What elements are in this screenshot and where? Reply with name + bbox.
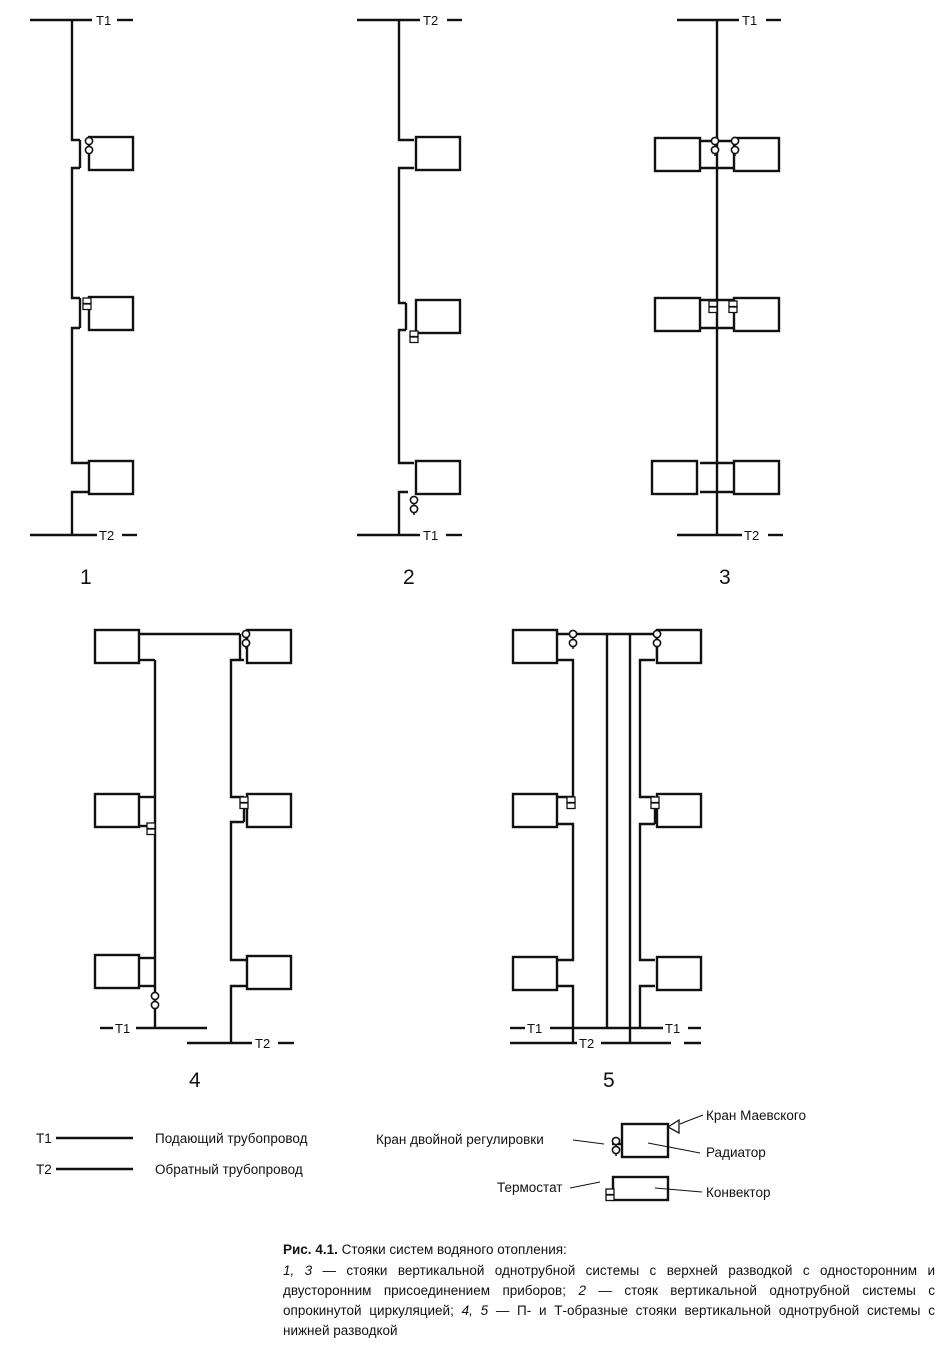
radiator bbox=[511, 955, 559, 992]
legend-thermostat-label: Термостат bbox=[497, 1180, 562, 1195]
caption-text-4-5: — П- и Т-образные стояки вертикальной од… bbox=[283, 1303, 935, 1338]
thermostat-icon bbox=[728, 300, 738, 314]
thermostat-icon bbox=[239, 796, 249, 810]
legend-double-valve-label: Кран двойной регулировки bbox=[376, 1132, 544, 1147]
thermostat-icon bbox=[146, 822, 156, 836]
supply-pipe-label: T1 bbox=[527, 1021, 542, 1036]
thermostat-icon bbox=[605, 1188, 615, 1202]
radiator bbox=[93, 953, 141, 990]
radiator bbox=[93, 792, 141, 829]
caption-text-1-3: — стояки вертикальной однотрубной систем… bbox=[283, 1263, 935, 1298]
radiator bbox=[732, 296, 781, 333]
legend-supply-label: Подающий трубопровод bbox=[155, 1131, 308, 1146]
double-valve-icon bbox=[652, 629, 662, 650]
figure-caption: Рис. 4.1. Стояки систем водяного отоплен… bbox=[283, 1240, 935, 1341]
supply-pipe-label: T1 bbox=[423, 528, 438, 543]
return-pipe-label: T2 bbox=[255, 1036, 270, 1051]
figure-number: Рис. 4.1. bbox=[283, 1242, 338, 1257]
return-pipe-label: T2 bbox=[579, 1036, 594, 1051]
radiator bbox=[87, 295, 135, 332]
double-valve-icon bbox=[409, 495, 419, 516]
scheme-4: T1 T2 4 bbox=[93, 628, 294, 1092]
legend-supply-code: T1 bbox=[36, 1131, 52, 1146]
caption-text-2: — стояк вертикальной однотрубной системы… bbox=[283, 1283, 935, 1318]
legend: T1 Подающий трубопровод T2 Обратный труб… bbox=[36, 1108, 806, 1202]
radiator bbox=[87, 459, 135, 496]
figure-title: Стояки систем водяного отопления: bbox=[341, 1242, 567, 1257]
scheme-5: T1 T1 T2 5 bbox=[510, 628, 703, 1092]
radiator bbox=[511, 628, 559, 665]
double-valve-icon bbox=[84, 136, 94, 157]
scheme-number: 1 bbox=[80, 566, 92, 589]
double-valve-icon bbox=[710, 136, 720, 157]
radiator bbox=[245, 954, 293, 991]
legend-radiator-symbol bbox=[620, 1122, 670, 1159]
scheme-number: 2 bbox=[403, 566, 415, 589]
heating-risers-diagram: T1 T2 1 T2 T1 2 bbox=[30, 13, 806, 1202]
mayevsky-valve-icon bbox=[666, 1118, 680, 1135]
radiator bbox=[732, 136, 781, 173]
radiator bbox=[245, 628, 293, 665]
supply-pipe-label: T1 bbox=[665, 1021, 680, 1036]
return-pipe-label: T2 bbox=[423, 13, 438, 28]
thermostat-icon bbox=[566, 796, 576, 810]
legend-radiator-label: Радиатор bbox=[706, 1145, 766, 1160]
radiator bbox=[650, 459, 699, 496]
supply-pipe-label: T1 bbox=[742, 13, 757, 28]
radiator bbox=[87, 135, 135, 172]
radiator bbox=[655, 792, 703, 829]
double-valve-icon bbox=[611, 1136, 621, 1157]
double-valve-icon bbox=[730, 136, 740, 157]
scheme-2: T2 T1 2 bbox=[357, 13, 462, 589]
radiator bbox=[655, 955, 703, 992]
thermostat-icon bbox=[82, 297, 92, 311]
thermostat-icon bbox=[650, 796, 660, 810]
radiator bbox=[732, 459, 781, 496]
double-valve-icon bbox=[241, 629, 251, 650]
scheme-number: 3 bbox=[719, 566, 731, 589]
scheme-1: T1 T2 1 bbox=[30, 13, 137, 589]
legend-return-label: Обратный трубопровод bbox=[155, 1162, 303, 1177]
thermostat-icon bbox=[409, 330, 419, 344]
radiator bbox=[653, 136, 702, 173]
double-valve-icon bbox=[150, 991, 160, 1012]
radiator bbox=[511, 792, 559, 829]
double-valve-icon bbox=[568, 629, 578, 650]
return-pipe-label: T2 bbox=[744, 528, 759, 543]
scheme-number: 5 bbox=[603, 1069, 615, 1092]
return-pipe-label: T2 bbox=[99, 528, 114, 543]
radiator bbox=[655, 628, 703, 665]
supply-pipe-label: T1 bbox=[115, 1021, 130, 1036]
legend-mayevsky-label: Кран Маевского bbox=[706, 1108, 806, 1123]
radiator bbox=[414, 459, 462, 496]
radiator bbox=[414, 135, 462, 172]
scheme-3: T1 T2 3 bbox=[650, 13, 783, 589]
caption-ref-1-3: 1, 3 bbox=[283, 1263, 313, 1278]
radiator bbox=[93, 628, 141, 665]
supply-pipe-label: T1 bbox=[96, 13, 111, 28]
caption-ref-4-5: 4, 5 bbox=[461, 1303, 489, 1318]
scheme-number: 4 bbox=[189, 1069, 201, 1092]
caption-ref-2: 2 bbox=[578, 1283, 586, 1298]
radiator bbox=[414, 298, 462, 335]
figure-caption-body: 1, 3 — стояки вертикальной однотрубной с… bbox=[283, 1261, 935, 1341]
thermostat-icon bbox=[708, 300, 718, 314]
legend-return-code: T2 bbox=[36, 1162, 52, 1177]
radiator bbox=[653, 296, 702, 333]
radiator bbox=[245, 792, 293, 829]
legend-convector-label: Конвектор bbox=[706, 1185, 770, 1200]
